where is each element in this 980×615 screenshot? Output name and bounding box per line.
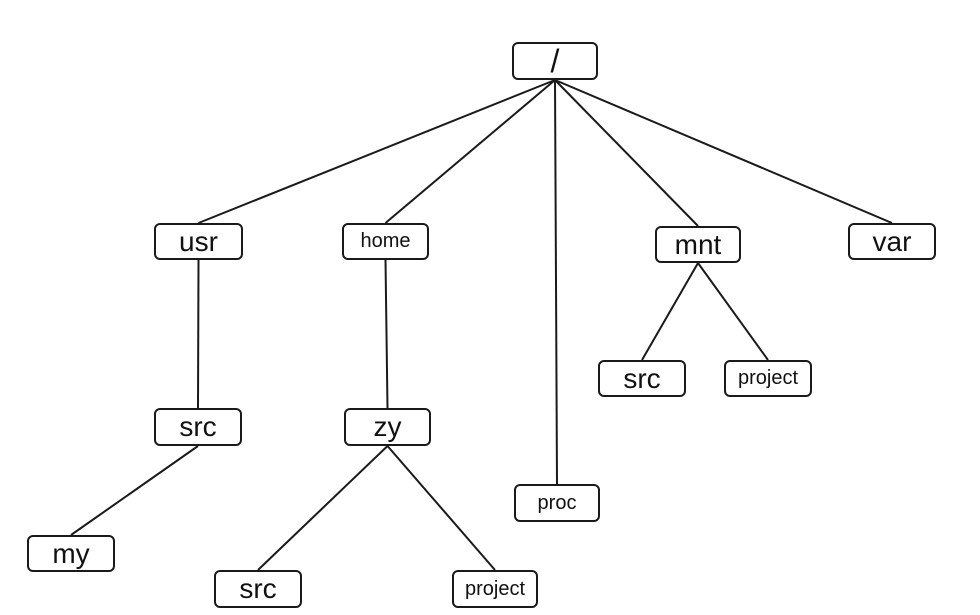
node-root: / <box>512 42 598 80</box>
edge-zy-zy_src <box>257 445 389 571</box>
edge-usr-usr_src <box>197 259 200 409</box>
node-zy-src: src <box>214 570 302 608</box>
node-mnt-project: project <box>724 360 812 397</box>
node-mnt-src: src <box>598 360 686 397</box>
edge-root-usr <box>198 79 556 224</box>
node-usr: usr <box>154 223 243 260</box>
edge-root-var <box>554 79 893 224</box>
edge-root-mnt <box>554 79 699 227</box>
node-my: my <box>27 535 115 572</box>
node-var: var <box>848 223 936 260</box>
edge-mnt-mnt_project <box>697 262 769 361</box>
edge-mnt-mnt_src <box>641 262 699 361</box>
edge-root-home <box>384 79 556 224</box>
node-usr-src: src <box>154 408 242 446</box>
edge-usr_src-my <box>70 445 199 536</box>
node-proc: proc <box>514 484 600 522</box>
node-zy: zy <box>344 408 431 446</box>
edge-home-zy <box>384 259 389 409</box>
node-home: home <box>342 223 429 260</box>
node-zy-project: project <box>452 570 538 608</box>
edge-zy-zy_project <box>386 445 496 571</box>
edge-root-proc <box>554 79 558 485</box>
node-mnt: mnt <box>655 226 741 263</box>
